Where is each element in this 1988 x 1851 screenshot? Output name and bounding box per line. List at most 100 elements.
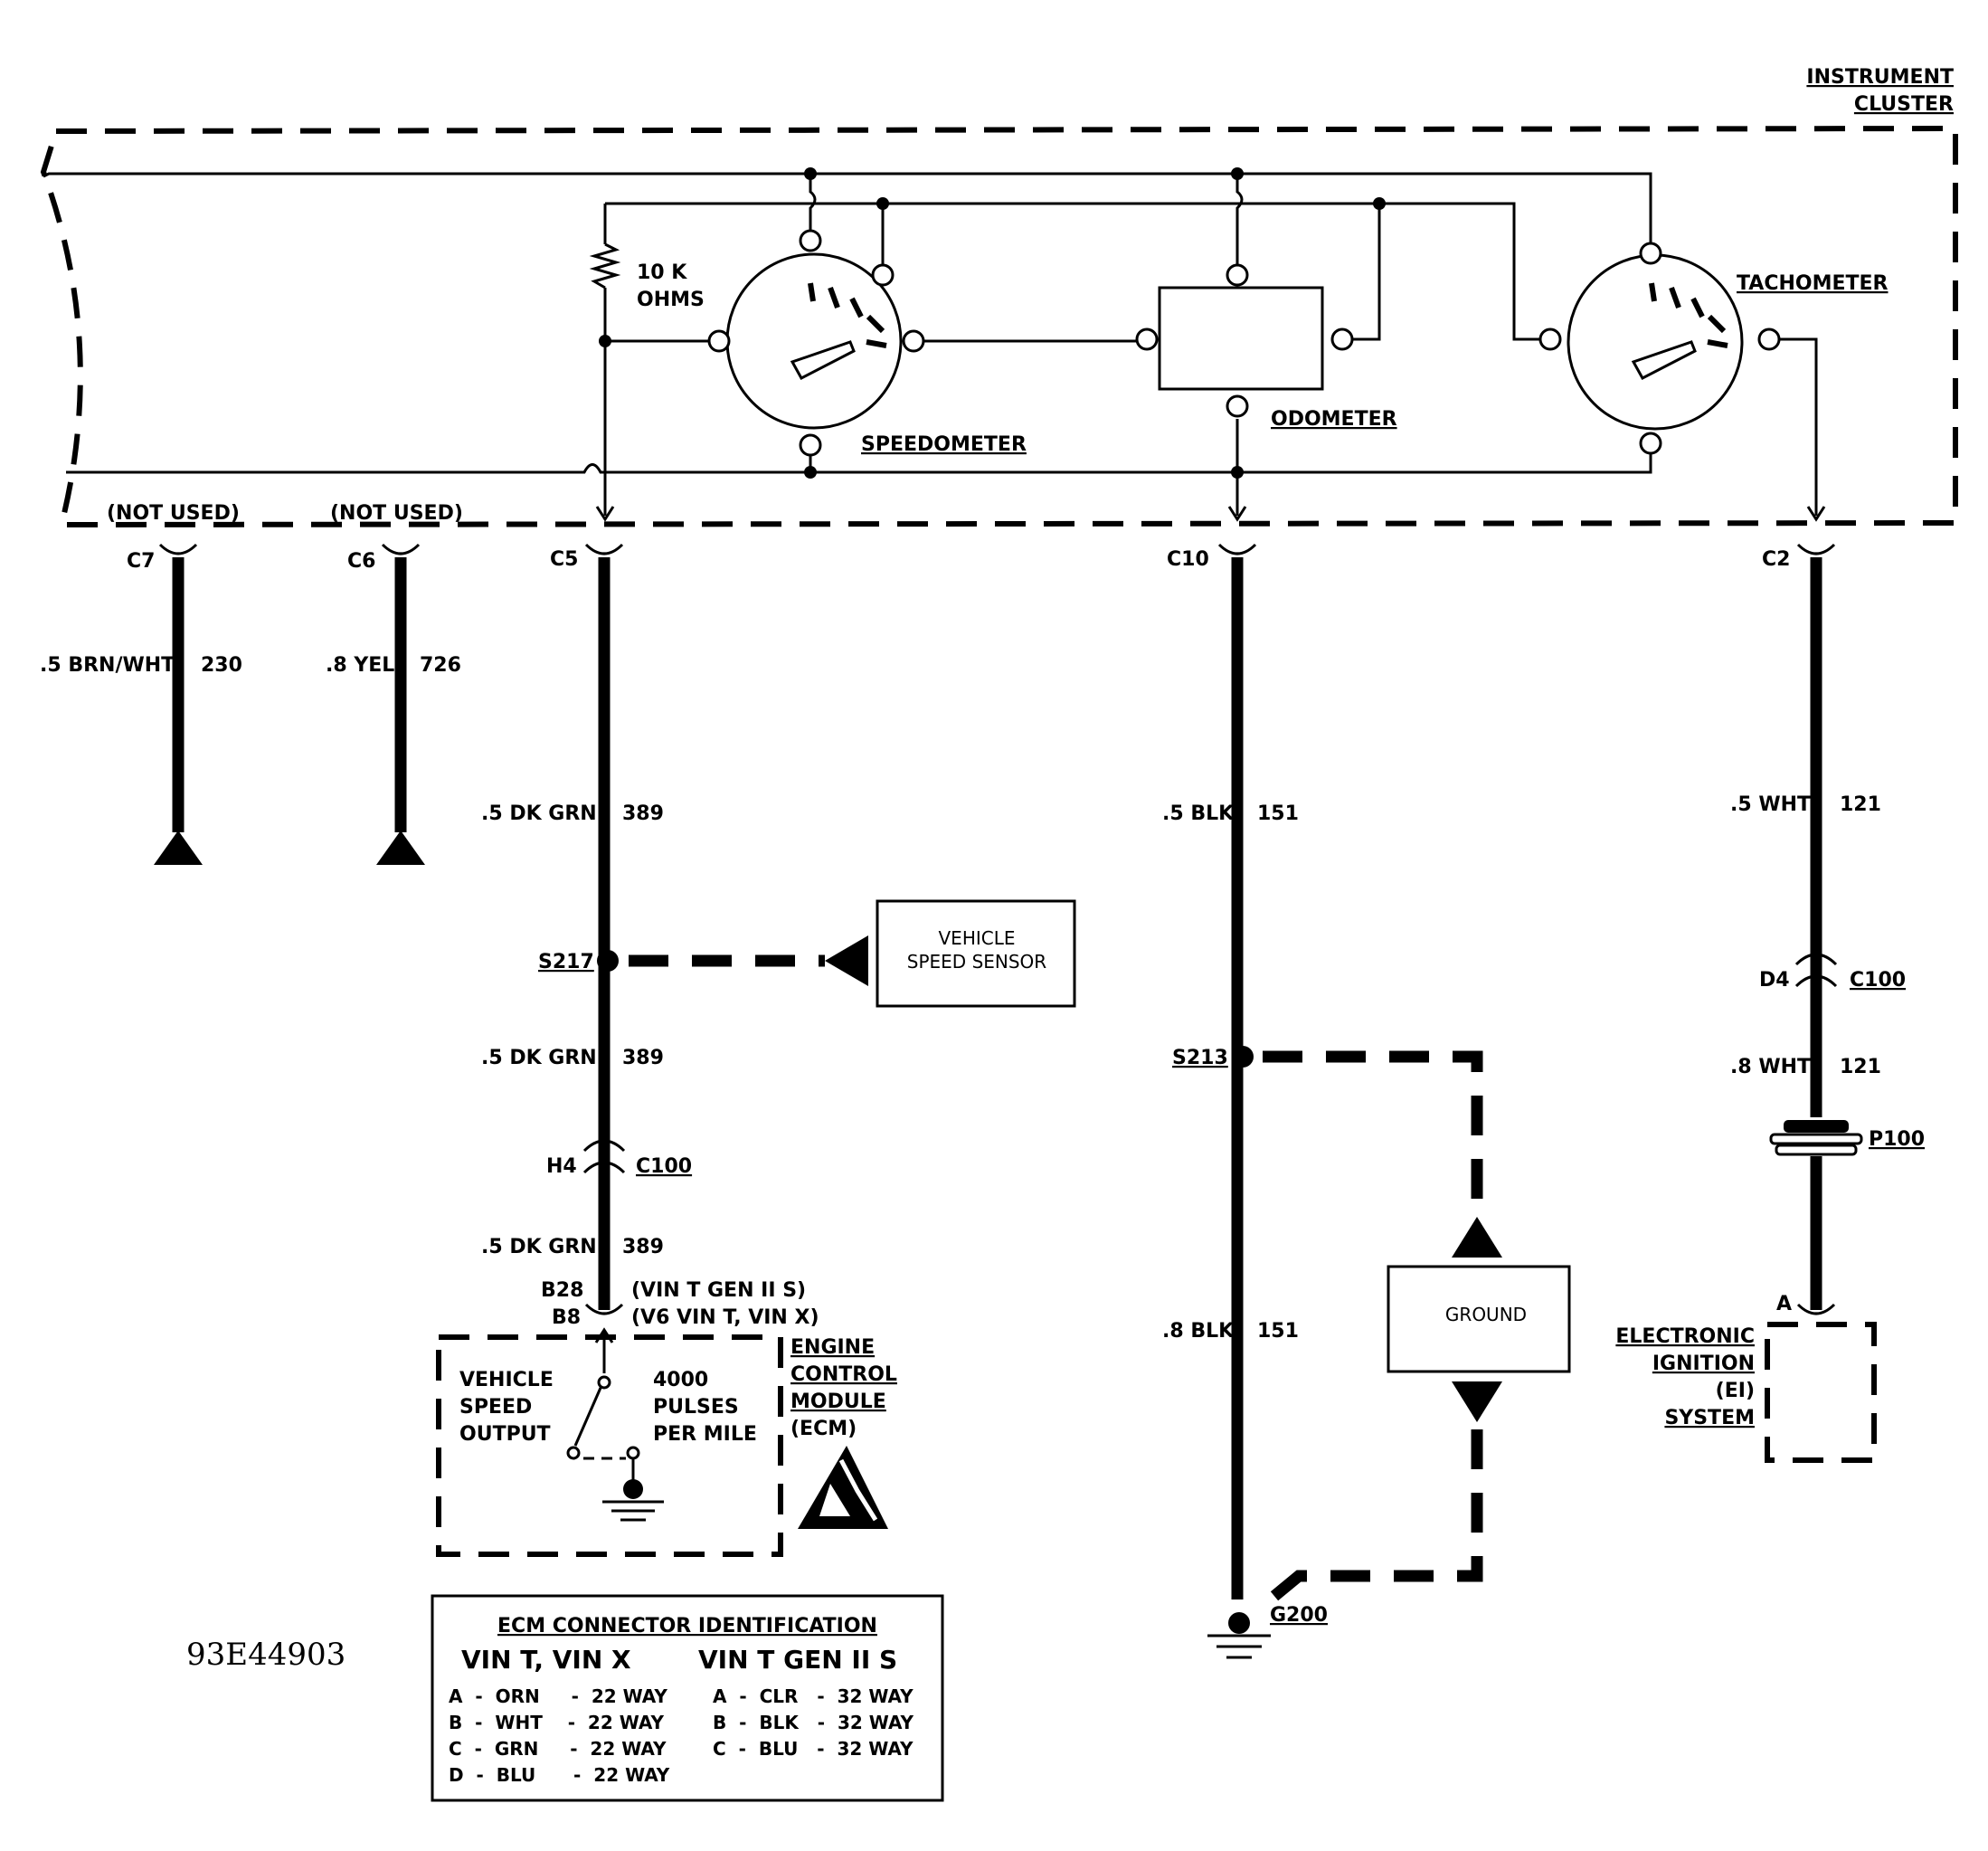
resistor-unit: OHMS — [637, 289, 705, 311]
ei-label-2: IGNITION — [1652, 1353, 1755, 1375]
ecm-name-3: MODULE — [790, 1391, 886, 1413]
wire-230-end — [154, 831, 203, 865]
connector-h4-symbol — [582, 1139, 626, 1174]
connector-c2: C2 — [1762, 548, 1790, 571]
not-used-c7: (NOT USED) — [107, 502, 240, 525]
ground-g200-symbol — [1207, 1612, 1271, 1659]
connector-b8: B8 — [552, 1306, 581, 1329]
connector-c5: C5 — [550, 548, 578, 571]
ground-g200: G200 — [1270, 1604, 1328, 1627]
splice-s213: S213 — [1172, 1047, 1228, 1069]
ground-arrow-up — [1452, 1217, 1502, 1258]
odometer-box — [1135, 263, 1354, 418]
ecm-output-2: SPEED — [459, 1396, 532, 1419]
connector-b28: B28 — [541, 1279, 583, 1302]
ground-box — [1387, 1265, 1571, 1373]
ecm-table-col1-head: VIN T, VIN X — [461, 1645, 631, 1675]
cluster-label-1: INSTRUMENT — [1806, 66, 1954, 89]
tachometer-label: TACHOMETER — [1737, 272, 1889, 295]
cluster-internal-wiring — [43, 172, 1826, 522]
splice-s217: S217 — [538, 951, 594, 973]
ecm-output-1: VEHICLE — [459, 1369, 554, 1391]
ei-label-1: ELECTRONIC — [1615, 1325, 1755, 1348]
vss-label-2: SPEED SENSOR — [907, 951, 1047, 973]
tachometer-gauge — [1538, 242, 1781, 455]
ecm-output-3: OUTPUT — [459, 1423, 551, 1446]
ecm-table-col1-row: A - ORN - 22 WAY — [449, 1685, 667, 1707]
connector-c10: C10 — [1167, 548, 1209, 571]
connector-b8-note: (V6 VIN T, VIN X) — [631, 1306, 819, 1329]
cluster-connectors — [158, 543, 1836, 555]
ground-arrow-down — [1452, 1381, 1502, 1422]
pass-through-p100-symbol — [1769, 1120, 1863, 1156]
vss-arrow — [825, 935, 868, 986]
ecm-table-col2-head: VIN T GEN II S — [698, 1645, 897, 1675]
ecm-pulses-2: PULSES — [653, 1396, 739, 1419]
ecm-internal — [566, 1327, 664, 1522]
ecm-table-col2-row: A - CLR - 32 WAY — [713, 1685, 914, 1707]
wire-389-circuit-3: 389 — [622, 1236, 664, 1258]
connector-d4: D4 — [1759, 969, 1790, 992]
ecm-table-col2-row: C - BLU - 32 WAY — [713, 1738, 914, 1760]
connector-c7: C7 — [127, 550, 155, 573]
ground-dashed-lower — [1258, 1429, 1483, 1611]
ecm-table-title: ECM CONNECTOR IDENTIFICATION — [497, 1615, 877, 1637]
wire-121-circuit-1: 121 — [1840, 793, 1881, 816]
ei-label-3: (EI) — [1716, 1380, 1755, 1402]
odometer-label: ODOMETER — [1271, 408, 1397, 431]
ei-label-4: SYSTEM — [1664, 1407, 1755, 1429]
wire-389-color-1: .5 DK GRN — [481, 802, 597, 825]
splice-s213-dot — [1232, 1046, 1254, 1068]
wire-121-color-1: .5 WHT — [1730, 793, 1811, 816]
not-used-c6: (NOT USED) — [330, 502, 463, 525]
wire-726-circuit: 726 — [420, 654, 461, 677]
figure-id: 93E44903 — [186, 1637, 346, 1673]
wire-151-circuit-1: 151 — [1257, 802, 1299, 825]
wire-389-circuit-2: 389 — [622, 1047, 664, 1069]
cluster-boundary — [40, 125, 1958, 528]
connector-c6: C6 — [347, 550, 375, 573]
connector-c100-d4: C100 — [1850, 969, 1906, 992]
ecm-name-4: (ECM) — [790, 1418, 857, 1440]
connector-a: A — [1776, 1293, 1792, 1315]
cluster-label-2: CLUSTER — [1854, 93, 1954, 116]
wire-151-circuit-2: 151 — [1257, 1320, 1299, 1343]
connector-c100-h4: C100 — [636, 1155, 692, 1178]
wire-389-circuit-1: 389 — [622, 802, 664, 825]
ecm-table-col2-row: B - BLK - 32 WAY — [713, 1712, 914, 1733]
splice-s217-dot — [597, 950, 619, 972]
ground-box-label: GROUND — [1445, 1304, 1527, 1325]
connector-b8-symbol — [584, 1303, 624, 1315]
ecm-name-2: CONTROL — [790, 1363, 897, 1386]
speedometer-label: SPEEDOMETER — [861, 433, 1027, 456]
connector-a-symbol — [1796, 1303, 1836, 1315]
ecm-connector-table — [431, 1594, 944, 1802]
ecm-pulses-3: PER MILE — [653, 1423, 757, 1446]
wire-151-color-2: .8 BLK — [1162, 1320, 1235, 1343]
connector-b28-note: (VIN T GEN II S) — [631, 1279, 806, 1302]
vss-label-1: VEHICLE — [939, 927, 1016, 949]
ground-dashed-upper — [1263, 1050, 1483, 1212]
connector-h4: H4 — [546, 1155, 577, 1178]
ecm-table-col1-row: B - WHT - 22 WAY — [449, 1712, 664, 1733]
wire-121-color-2: .8 WHT — [1730, 1056, 1811, 1078]
wire-230-circuit: 230 — [201, 654, 242, 677]
wire-151-color-1: .5 BLK — [1162, 802, 1235, 825]
vss-box — [876, 899, 1076, 1008]
resistor-value: 10 K — [637, 261, 687, 284]
junction-dots — [599, 167, 1386, 479]
ecm-table-col1-row: C - GRN - 22 WAY — [449, 1738, 667, 1760]
ecm-name-1: ENGINE — [790, 1336, 875, 1359]
ecm-pulses-1: 4000 — [653, 1369, 708, 1391]
esd-warning-icon — [798, 1446, 888, 1529]
pass-through-p100: P100 — [1869, 1128, 1925, 1151]
wire-121-circuit-2: 121 — [1840, 1056, 1881, 1078]
ecm-table-col1-row: D - BLU - 22 WAY — [449, 1764, 670, 1786]
wire-230-color: .5 BRN/WHT — [40, 654, 175, 677]
wire-389-color-3: .5 DK GRN — [481, 1236, 597, 1258]
wire-726-end — [376, 831, 425, 865]
wire-726-color: .8 YEL — [326, 654, 394, 677]
speedometer-gauge — [707, 229, 925, 457]
connector-d4-symbol — [1794, 953, 1838, 988]
